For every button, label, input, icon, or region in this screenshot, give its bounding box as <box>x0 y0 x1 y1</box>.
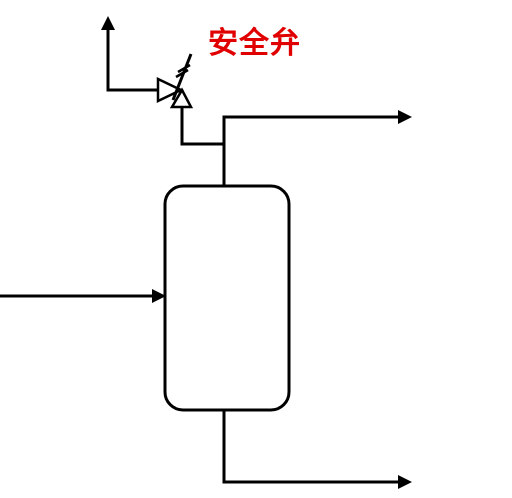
safety-valve-label: 安全弁 <box>208 26 301 61</box>
bottom-outlet-line <box>222 410 404 484</box>
inlet-arrow-icon <box>152 289 166 303</box>
relief-discharge-line <box>106 26 158 92</box>
relief-line <box>180 108 224 146</box>
top-outlet-arrow-icon <box>398 110 412 124</box>
bottom-outlet-arrow-icon <box>398 475 412 489</box>
top-outlet-line <box>222 115 404 186</box>
pressure-vessel <box>163 184 291 412</box>
safety-valve-icon <box>156 53 194 109</box>
relief-discharge-arrow-icon <box>101 16 115 30</box>
